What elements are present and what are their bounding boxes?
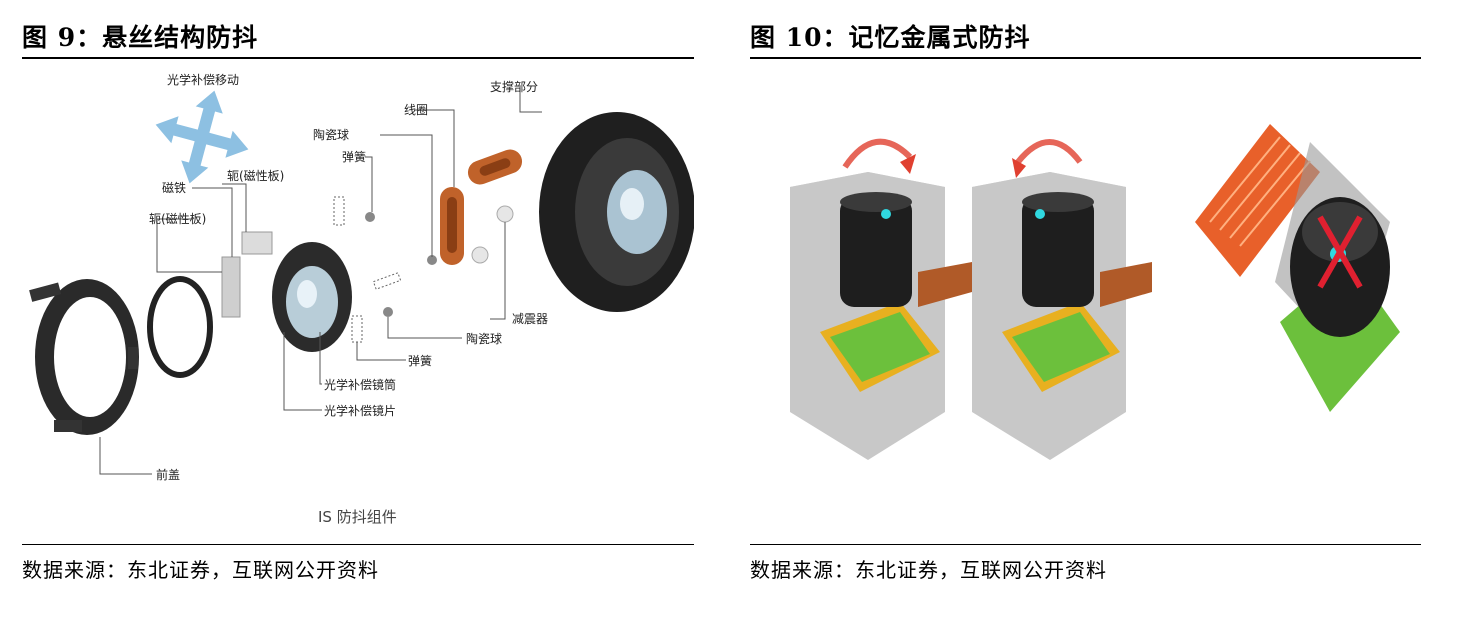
label-front-cover: 前盖 xyxy=(156,467,180,482)
figure-9-image: 光学补偿移动 轭(磁性板) 磁铁 轭(磁性板) 陶瓷球 弹簧 线圈 支撑部分 减… xyxy=(22,62,694,540)
label-coil: 线圈 xyxy=(404,103,428,117)
label-magnet: 磁铁 xyxy=(162,180,186,195)
label-ois-barrel: 光学补偿镜筒 xyxy=(324,377,396,392)
label-spring-top: 弹簧 xyxy=(342,149,366,164)
figure-10-panel: 图 10：记忆金属式防抖 xyxy=(750,0,1421,630)
label-yoke-top: 轭(磁性板) xyxy=(227,168,284,183)
yoke-plate-left xyxy=(221,256,241,318)
ois-lens-holder xyxy=(272,242,352,352)
label-ois-lens: 光学补偿镜片 xyxy=(324,403,396,418)
spring-top-part xyxy=(333,196,345,226)
ceramic-ball-bottom-part xyxy=(383,307,393,317)
blocked-cross-icon xyxy=(1317,215,1363,289)
figure-10-image xyxy=(750,62,1421,540)
spring-mid-part xyxy=(372,272,402,290)
label-spring-bottom: 弹簧 xyxy=(408,353,432,368)
image-caption: IS 防抖组件 xyxy=(318,508,397,526)
ceramic-ball-top-part xyxy=(365,212,375,222)
label-ois-move: 光学补偿移动 xyxy=(167,72,239,87)
thin-ring-part xyxy=(147,276,213,378)
damper-top-part xyxy=(496,205,514,223)
figure-10-title: 图 10：记忆金属式防抖 xyxy=(750,23,1031,52)
label-support: 支撑部分 xyxy=(490,79,538,94)
label-damper: 减震器 xyxy=(512,312,548,326)
label-yoke-left: 轭(磁性板) xyxy=(149,211,206,226)
top-rule xyxy=(22,57,694,59)
bottom-rule xyxy=(750,544,1421,545)
four-way-arrow-icon xyxy=(155,90,249,184)
figure-9-source: 数据来源：东北证券，互联网公开资料 xyxy=(22,558,379,582)
yoke-plate-top xyxy=(241,231,273,255)
support-frame-part xyxy=(539,112,694,312)
front-cover-part xyxy=(29,279,139,435)
bottom-rule xyxy=(22,544,694,545)
figure-9-title: 图 9：悬丝结构防抖 xyxy=(22,23,259,52)
ceramic-ball-right-part xyxy=(427,255,437,265)
leader-lines xyxy=(99,87,542,475)
label-ceramic-ball-bottom: 陶瓷球 xyxy=(466,331,502,346)
sma-module-locked xyxy=(1195,124,1400,412)
sma-module-rotate-right xyxy=(790,138,972,460)
figure-9-panel: 图 9：悬丝结构防抖 xyxy=(22,0,694,630)
label-ceramic-ball-top: 陶瓷球 xyxy=(313,127,349,142)
spring-bottom-part xyxy=(351,315,363,343)
figure-10-source: 数据来源：东北证券，互联网公开资料 xyxy=(750,558,1107,582)
top-rule xyxy=(750,57,1421,59)
sma-module-rotate-left xyxy=(972,139,1152,460)
damper-bottom-part xyxy=(471,246,489,264)
